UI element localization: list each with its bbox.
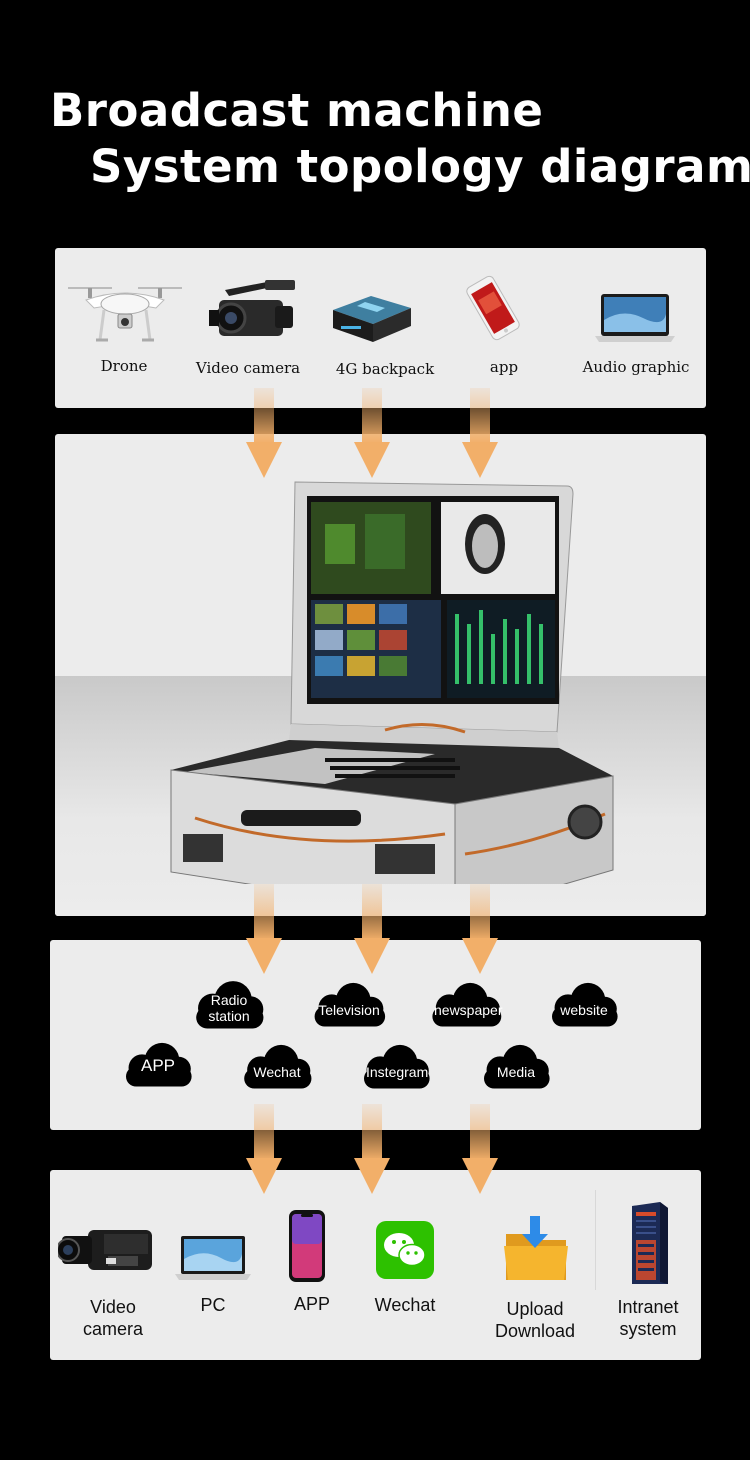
broadcast-machine-panel <box>55 434 706 916</box>
flow-arrow <box>354 388 390 478</box>
sources-panel: Drone Video camera 4G backpack app <box>55 248 706 408</box>
laptop-icon <box>595 294 675 342</box>
output-label-video-camera-line2: camera <box>82 1319 144 1339</box>
output-label-upload-download: Upload Download <box>495 1298 575 1342</box>
destination-cloud-media: Media <box>476 1042 556 1090</box>
output-label-app-line1: APP <box>293 1294 331 1314</box>
output-label-wechat-line1: Wechat <box>374 1295 436 1315</box>
source-label-drone: Drone <box>100 357 148 375</box>
outputs-panel: Video camera PC APP Wechat <box>50 1170 701 1360</box>
source-label-video-camera: Video camera <box>195 359 301 377</box>
destination-label: Wechat <box>253 1064 301 1080</box>
destination-label: Media <box>496 1064 536 1080</box>
server-icon <box>632 1202 668 1284</box>
destination-cloud-website: website <box>544 980 624 1028</box>
cloud-icon <box>484 1044 550 1089</box>
flow-arrow <box>246 388 282 478</box>
smartphone-icon <box>466 275 520 341</box>
video-camera-icon <box>209 280 295 336</box>
destination-cloud-wechat: Wechat <box>236 1042 318 1090</box>
wechat-icon <box>376 1221 434 1279</box>
output-label-intranet-system-line2: system <box>619 1319 677 1339</box>
destination-cloud-instegram: Instegram <box>356 1042 436 1090</box>
title-line-1: Broadcast machine <box>50 84 544 137</box>
output-label-pc-line1: PC <box>200 1295 226 1315</box>
output-label-app: APP <box>294 1293 330 1315</box>
title-line-2: System topology diagram <box>90 140 750 193</box>
destination-label: newspaper <box>434 1002 503 1018</box>
output-label-pc: PC <box>200 1294 225 1316</box>
cloud-icon <box>314 982 386 1027</box>
output-label-upload-download-line1: Upload <box>506 1299 564 1319</box>
destination-label: Television <box>318 1002 380 1018</box>
cloud-icon <box>364 1044 430 1089</box>
camcorder-icon <box>58 1230 152 1270</box>
output-label-wechat: Wechat <box>375 1294 436 1316</box>
cloud-icon <box>126 1042 192 1087</box>
destination-cloud-television: Television <box>306 980 392 1028</box>
cloud-icon <box>552 982 618 1027</box>
flow-arrow <box>462 1104 498 1194</box>
flow-arrow <box>462 388 498 478</box>
source-label-audio-graphic: Audio graphic <box>582 358 690 376</box>
output-label-video-camera: Video camera <box>83 1296 143 1340</box>
cloud-icon <box>432 982 502 1027</box>
output-label-intranet-system-line1: Intranet <box>617 1297 679 1317</box>
flow-arrow <box>246 884 282 974</box>
destination-label: APP <box>140 1056 176 1075</box>
destination-label: Radio station <box>208 992 250 1024</box>
flow-arrow <box>462 884 498 974</box>
flow-arrow <box>354 1104 390 1194</box>
folder-download-icon <box>504 1216 568 1280</box>
source-label-app: app <box>489 358 519 376</box>
output-label-upload-download-line2: Download <box>494 1321 576 1341</box>
output-label-intranet-system: Intranet system <box>617 1296 678 1340</box>
4g-backpack-icon <box>333 296 411 342</box>
laptop-icon <box>175 1236 251 1280</box>
destination-label: website <box>560 1002 608 1018</box>
divider <box>595 1190 596 1290</box>
destination-label: Instegram <box>366 1064 429 1080</box>
drone-icon <box>68 287 182 342</box>
destination-cloud-radio-station: Radio station <box>188 978 270 1030</box>
flow-arrow <box>246 1104 282 1194</box>
smartphone-icon <box>289 1210 325 1282</box>
output-label-video-camera-line1: Video <box>90 1297 136 1317</box>
source-label-4g-backpack: 4G backpack <box>335 360 435 378</box>
cloud-icon <box>196 981 264 1029</box>
destination-cloud-app: APP <box>118 1040 198 1088</box>
cloud-icon <box>244 1044 312 1089</box>
broadcast-machine-image <box>170 481 614 884</box>
flow-arrow <box>354 884 390 974</box>
destination-cloud-newspaper: newspaper <box>424 980 508 1028</box>
